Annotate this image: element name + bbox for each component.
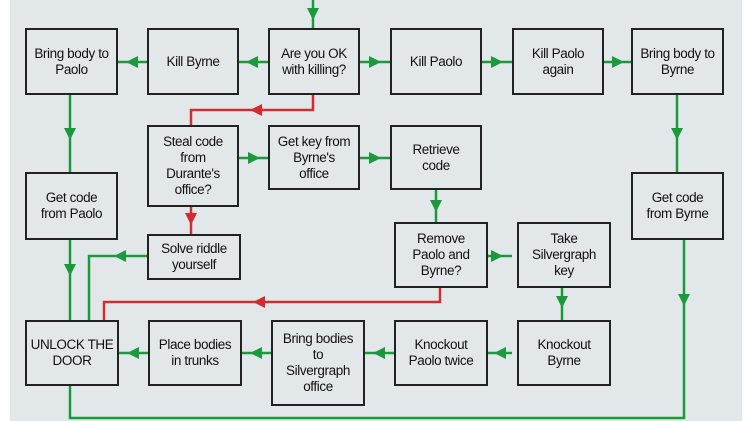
arrow-left [250, 347, 262, 359]
bottom-loop-line [68, 240, 686, 420]
node-solve-riddle: Solve riddle yourself [147, 234, 241, 280]
arrow-right [491, 250, 503, 262]
arrow-left [114, 250, 126, 262]
arrow-right [612, 56, 624, 68]
node-get-code-from-byrne: Get code from Byrne [631, 172, 724, 240]
arrow-down [430, 200, 442, 212]
arrow-right [369, 152, 381, 164]
arrow-down [307, 8, 319, 20]
arrow-left-red [253, 296, 265, 308]
node-knockout-paolo-twice: Knockout Paolo twice [394, 320, 488, 386]
node-steal-code: Steal code from Durante's office? [147, 125, 239, 207]
arrow-down [678, 294, 690, 306]
remove-no-line [102, 288, 442, 320]
arrow-down [671, 128, 683, 140]
arrow-down [64, 264, 76, 276]
node-are-you-ok-with-killing: Are you OK with killing? [268, 28, 360, 95]
arrow-down [64, 128, 76, 140]
arrow-down [556, 296, 568, 308]
node-get-code-from-paolo: Get code from Paolo [25, 172, 118, 240]
node-place-bodies: Place bodies in trunks [148, 320, 242, 386]
node-bring-body-to-paolo: Bring body to Paolo [25, 28, 118, 95]
arrow-left [494, 347, 506, 359]
node-remove-paolo-and-byrne: Remove Paolo and Byrne? [394, 222, 488, 288]
arrow-left [373, 347, 385, 359]
node-bring-bodies: Bring bodies to Silvergraph office [271, 320, 365, 406]
arrow-left [126, 56, 138, 68]
node-unlock-the-door: UNLOCK THE DOOR [25, 320, 119, 386]
arrow-right [369, 56, 381, 68]
node-retrieve-code: Retrieve code [390, 125, 482, 190]
node-kill-byrne: Kill Byrne [147, 28, 239, 95]
arrow-left [127, 347, 139, 359]
node-take-silvergraph-key: Take Silvergraph key [517, 222, 611, 288]
node-kill-paolo: Kill Paolo [390, 28, 482, 95]
node-knockout-byrne: Knockout Byrne [517, 320, 611, 386]
arrow-right [491, 56, 503, 68]
arrow-right [248, 152, 260, 164]
node-bring-body-to-byrne: Bring body to Byrne [631, 28, 724, 95]
node-get-key: Get key from Byrne's office [268, 125, 360, 190]
arrow-down-red [185, 213, 197, 225]
arrow-left [246, 56, 258, 68]
riddle-to-unlock-line [87, 254, 147, 320]
arrow-left-red [250, 104, 262, 116]
node-kill-paolo-again: Kill Paolo again [512, 28, 604, 95]
